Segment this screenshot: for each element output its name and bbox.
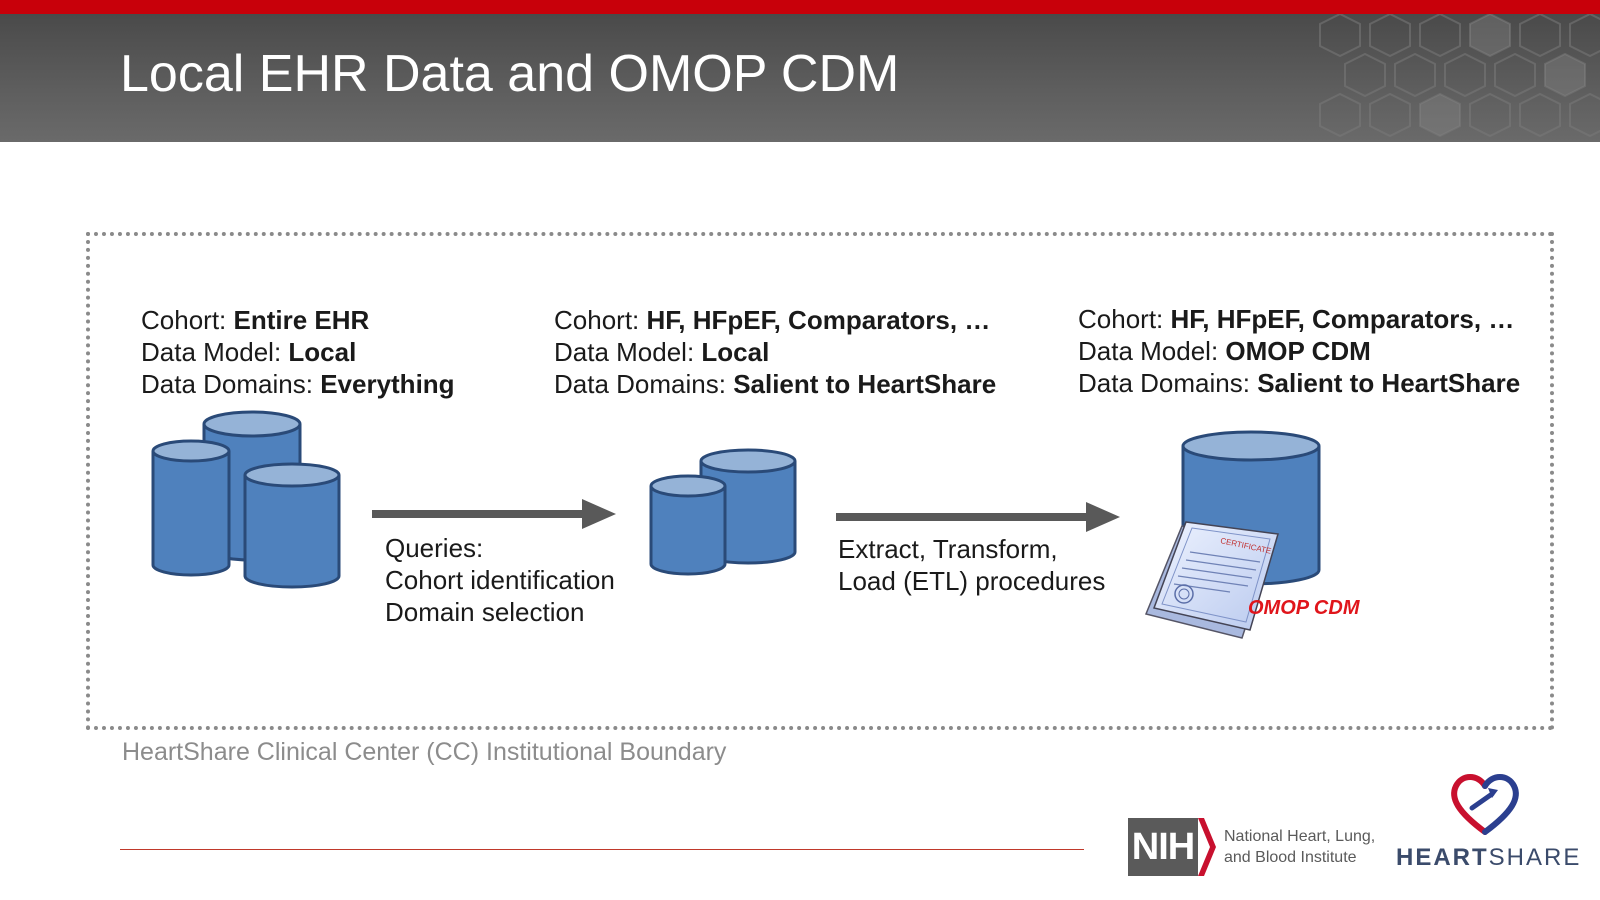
top-accent-bar [0,0,1600,14]
stage-1-cohort: Cohort: Entire EHR [141,305,370,335]
arrow-2-caption: Extract, Transform, Load (ETL) procedure… [838,533,1105,597]
stage-2-info: Cohort: HF, HFpEF, Comparators, … Data M… [554,304,996,400]
nih-logo: NIH [1128,818,1198,876]
arrow-2-line-2: Load (ETL) procedures [838,566,1106,596]
nih-chevron-icon [1198,818,1216,876]
institutional-boundary-box [86,232,1554,730]
stage-3-info: Cohort: HF, HFpEF, Comparators, … Data M… [1078,303,1520,399]
stage-3-cohort: Cohort: HF, HFpEF, Comparators, … [1078,304,1515,334]
certificate-icon: CERTIFICATE [1144,521,1279,639]
heartshare-wordmark: HEARTSHARE [1396,844,1582,871]
omop-cdm-label: OMOP CDM [1248,597,1360,619]
stage-3-model: Data Model: OMOP CDM [1078,336,1371,366]
stage-3-domains: Data Domains: Salient to HeartShare [1078,368,1521,398]
stage-2-model: Data Model: Local [554,337,770,367]
stage-1-database-icon [151,410,341,589]
stage-2-database-icon [649,448,797,576]
boundary-label: HeartShare Clinical Center (CC) Institut… [122,738,727,766]
arrow-2-line-1: Extract, Transform, [838,534,1058,564]
arrow-1-line-1: Queries: [385,533,484,563]
slide-title: Local EHR Data and OMOP CDM [120,45,900,103]
stage-1-model: Data Model: Local [141,337,357,367]
slide-header: Local EHR Data and OMOP CDM [0,14,1600,142]
footer-divider [120,849,1084,850]
arrow-2-icon [836,502,1120,532]
stage-2-cohort: Cohort: HF, HFpEF, Comparators, … [554,305,991,335]
stage-2-domains: Data Domains: Salient to HeartShare [554,369,997,399]
arrow-1-line-3: Domain selection [385,597,585,627]
hexagon-pattern-icon [1319,14,1600,138]
stage-1-domains: Data Domains: Everything [141,369,455,399]
stage-1-info: Cohort: Entire EHR Data Model: Local Dat… [141,304,455,400]
heartshare-heart-icon [1451,774,1519,835]
arrow-1-line-2: Cohort identification [385,565,615,595]
arrow-1-caption: Queries: Cohort identification Domain se… [385,532,615,628]
nhlbi-name: National Heart, Lung, and Blood Institut… [1224,828,1376,866]
arrow-1-icon [372,499,616,529]
